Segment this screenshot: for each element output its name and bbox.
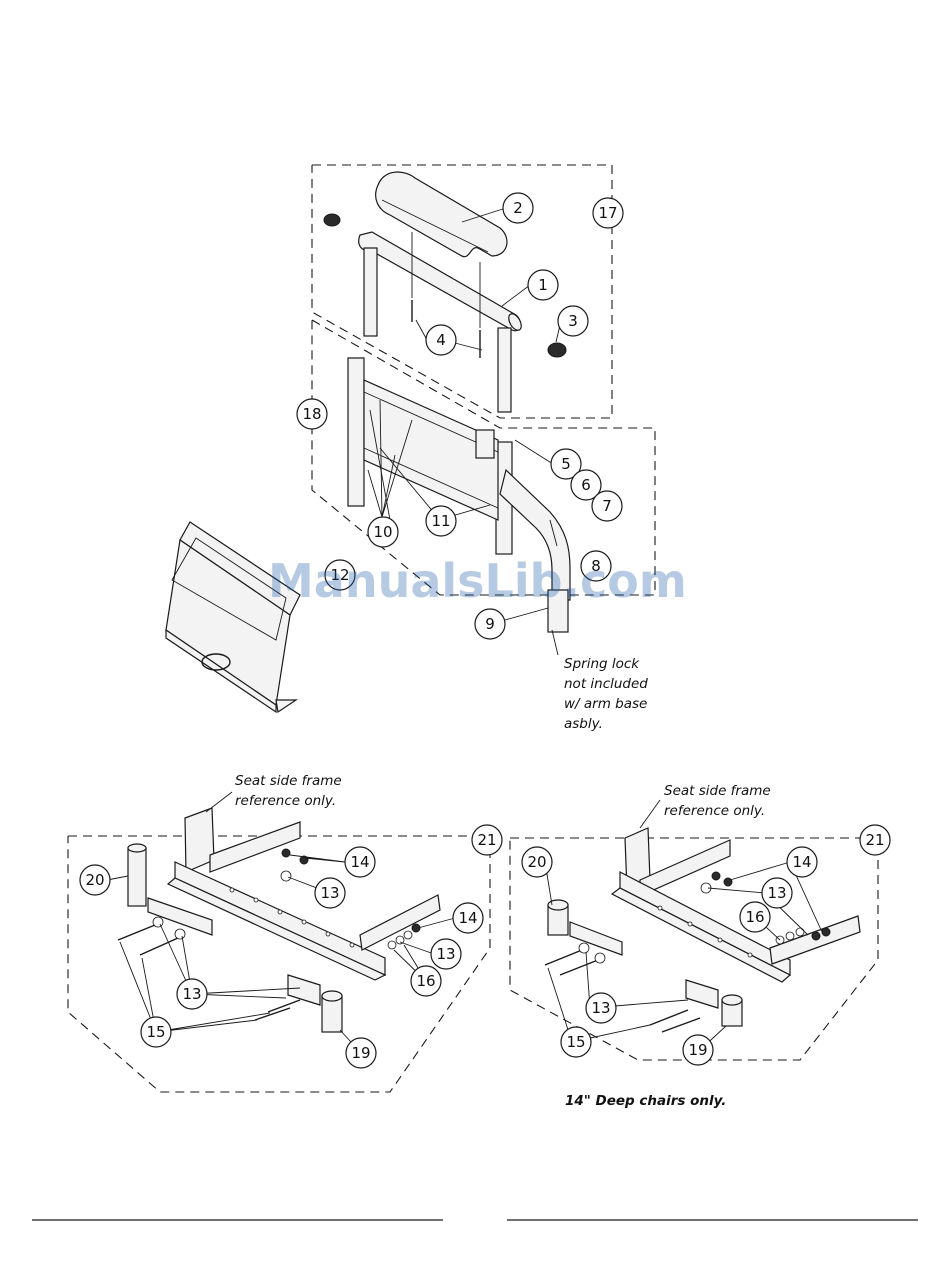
svg-text:13: 13 [591,999,610,1017]
svg-text:w/ arm base: w/ arm base [564,696,647,712]
svg-text:15: 15 [146,1023,165,1041]
callout-14-left-a: 14 [345,847,375,877]
callout-1: 1 [528,270,558,300]
svg-text:14: 14 [350,853,369,871]
svg-text:17: 17 [598,204,617,222]
svg-text:7: 7 [602,497,612,515]
lower-right-assembly [510,828,878,1060]
end-cap-left [324,214,340,226]
svg-text:4: 4 [436,331,446,349]
svg-text:14: 14 [792,853,811,871]
armrest-assembly [166,165,655,712]
watermark: ManualsLib.com [268,554,687,608]
svg-text:20: 20 [527,853,546,871]
svg-text:1: 1 [538,276,548,294]
callout-13-right-a: 13 [762,878,792,908]
svg-text:reference only.: reference only. [664,803,765,819]
svg-text:10: 10 [373,523,392,541]
svg-text:11: 11 [431,512,450,530]
callout-17: 17 [593,198,623,228]
svg-text:20: 20 [85,871,104,889]
svg-text:asbly.: asbly. [564,716,603,732]
svg-text:reference only.: reference only. [235,793,336,809]
lower-left-assembly [68,808,490,1092]
callout-19-left: 19 [346,1038,376,1068]
callout-16-right: 16 [740,902,770,932]
callout-19-right: 19 [683,1035,713,1065]
callout-15-left: 15 [141,1017,171,1047]
svg-text:Spring lock: Spring lock [564,656,640,672]
callout-16-left: 16 [411,966,441,996]
end-cap-right [548,343,566,357]
arm-leg-right [498,328,511,412]
svg-text:14: 14 [458,909,477,927]
callout-21-left: 21 [472,825,502,855]
callout-20-right: 20 [522,847,552,877]
latch-block [476,430,494,458]
callout-13-left-c: 13 [177,979,207,1009]
side-panel [166,522,300,712]
svg-text:not included: not included [564,676,648,692]
callout-13-left-a: 13 [315,878,345,908]
callout-7: 7 [592,491,622,521]
callout-11: 11 [426,506,456,536]
callout-14-right: 14 [787,847,817,877]
callout-21-right: 21 [860,825,890,855]
svg-text:Seat side frame: Seat side frame [235,773,342,789]
svg-text:21: 21 [477,831,496,849]
seat-frame-note-right: Seat side frame reference only. [640,783,771,828]
svg-text:16: 16 [416,972,435,990]
svg-text:19: 19 [351,1044,370,1062]
svg-text:9: 9 [485,615,495,633]
callout-14-left-b: 14 [453,903,483,933]
callout-2: 2 [503,193,533,223]
svg-text:16: 16 [745,908,764,926]
callout-20-left: 20 [80,865,110,895]
callout-9: 9 [475,609,505,639]
svg-text:15: 15 [566,1033,585,1051]
svg-text:13: 13 [767,884,786,902]
seat-frame-note-left: Seat side frame reference only. [206,773,342,812]
svg-text:18: 18 [302,405,321,423]
spring-lock-note: Spring lock not included w/ arm base asb… [564,656,648,732]
deep-chairs-note: 14" Deep chairs only. [565,1093,726,1109]
callout-13-right-b: 13 [586,993,616,1023]
arm-base-post-left [348,358,364,506]
callout-13-left-b: 13 [431,939,461,969]
svg-text:13: 13 [182,985,201,1003]
svg-text:5: 5 [561,455,571,473]
svg-text:13: 13 [320,884,339,902]
svg-text:19: 19 [688,1041,707,1059]
svg-text:13: 13 [436,945,455,963]
callout-18: 18 [297,399,327,429]
arm-leg-left [364,248,377,336]
side-rail-left [210,822,300,872]
svg-text:21: 21 [865,831,884,849]
svg-text:3: 3 [568,312,578,330]
svg-text:2: 2 [513,199,523,217]
callout-10: 10 [368,517,398,547]
post-20-left [128,848,146,906]
callout-4: 4 [426,325,456,355]
callout-3: 3 [558,306,588,336]
callout-15-right: 15 [561,1027,591,1057]
svg-text:6: 6 [581,476,591,494]
svg-text:Seat side frame: Seat side frame [664,783,771,799]
